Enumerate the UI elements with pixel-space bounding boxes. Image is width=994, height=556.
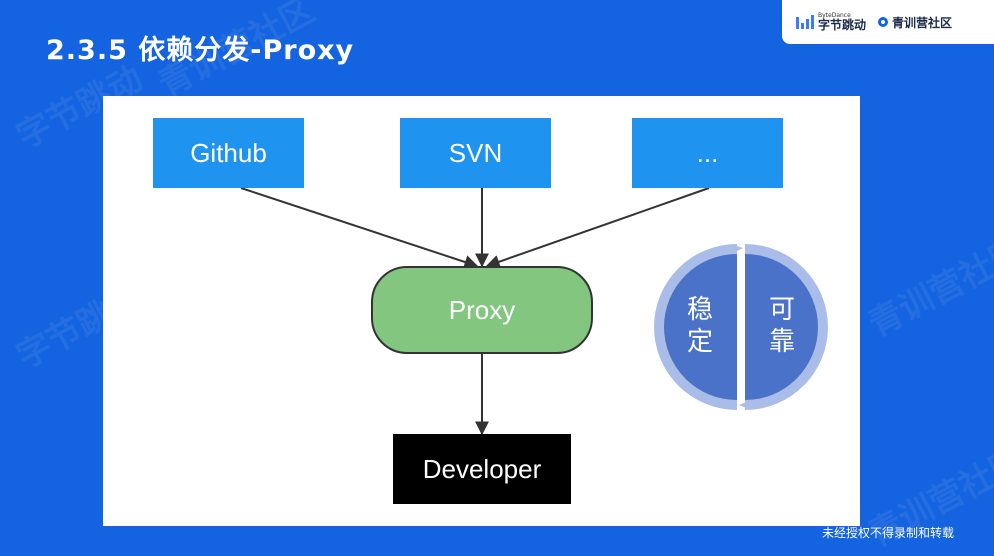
community-logo: 青训营社区: [878, 14, 952, 31]
bytedance-bars-icon: [796, 15, 814, 29]
slide-title: 2.3.5 依赖分发-Proxy: [46, 35, 355, 66]
background-watermark: 青训营社区: [862, 230, 994, 346]
cycle-right-label: 可 靠: [768, 295, 795, 357]
bytedance-small-label: ByteDance: [818, 12, 851, 19]
arrow-github-to-proxy: [240, 187, 479, 269]
community-label: 青训营社区: [892, 15, 953, 30]
cycle-arrow-top-icon: [731, 244, 743, 254]
diagram-panel: Github SVN ... Proxy Developer 稳 定 可 靠: [103, 96, 860, 526]
proxy-node: Proxy: [371, 266, 593, 354]
arrow-more-to-proxy: [485, 187, 710, 269]
cycle-left-label: 稳 定: [686, 295, 713, 357]
stability-reliability-cycle: 稳 定 可 靠: [651, 242, 831, 412]
source-box-more: ...: [632, 118, 783, 188]
source-box-github: Github: [153, 118, 304, 188]
developer-node: Developer: [393, 434, 571, 504]
cycle-arrow-bottom-icon: [739, 400, 751, 410]
copyright-notice: 未经授权不得录制和转载: [822, 526, 955, 540]
arrows-layer: [240, 187, 710, 436]
cycle-graphic: [654, 244, 828, 410]
source-box-svn: SVN: [400, 118, 551, 188]
logo-bar: ByteDance 字节跳动 青训营社区: [782, 0, 994, 44]
ring-icon: [878, 17, 889, 27]
bytedance-label: 字节跳动: [818, 18, 867, 32]
bytedance-logo: ByteDance 字节跳动: [796, 13, 866, 31]
